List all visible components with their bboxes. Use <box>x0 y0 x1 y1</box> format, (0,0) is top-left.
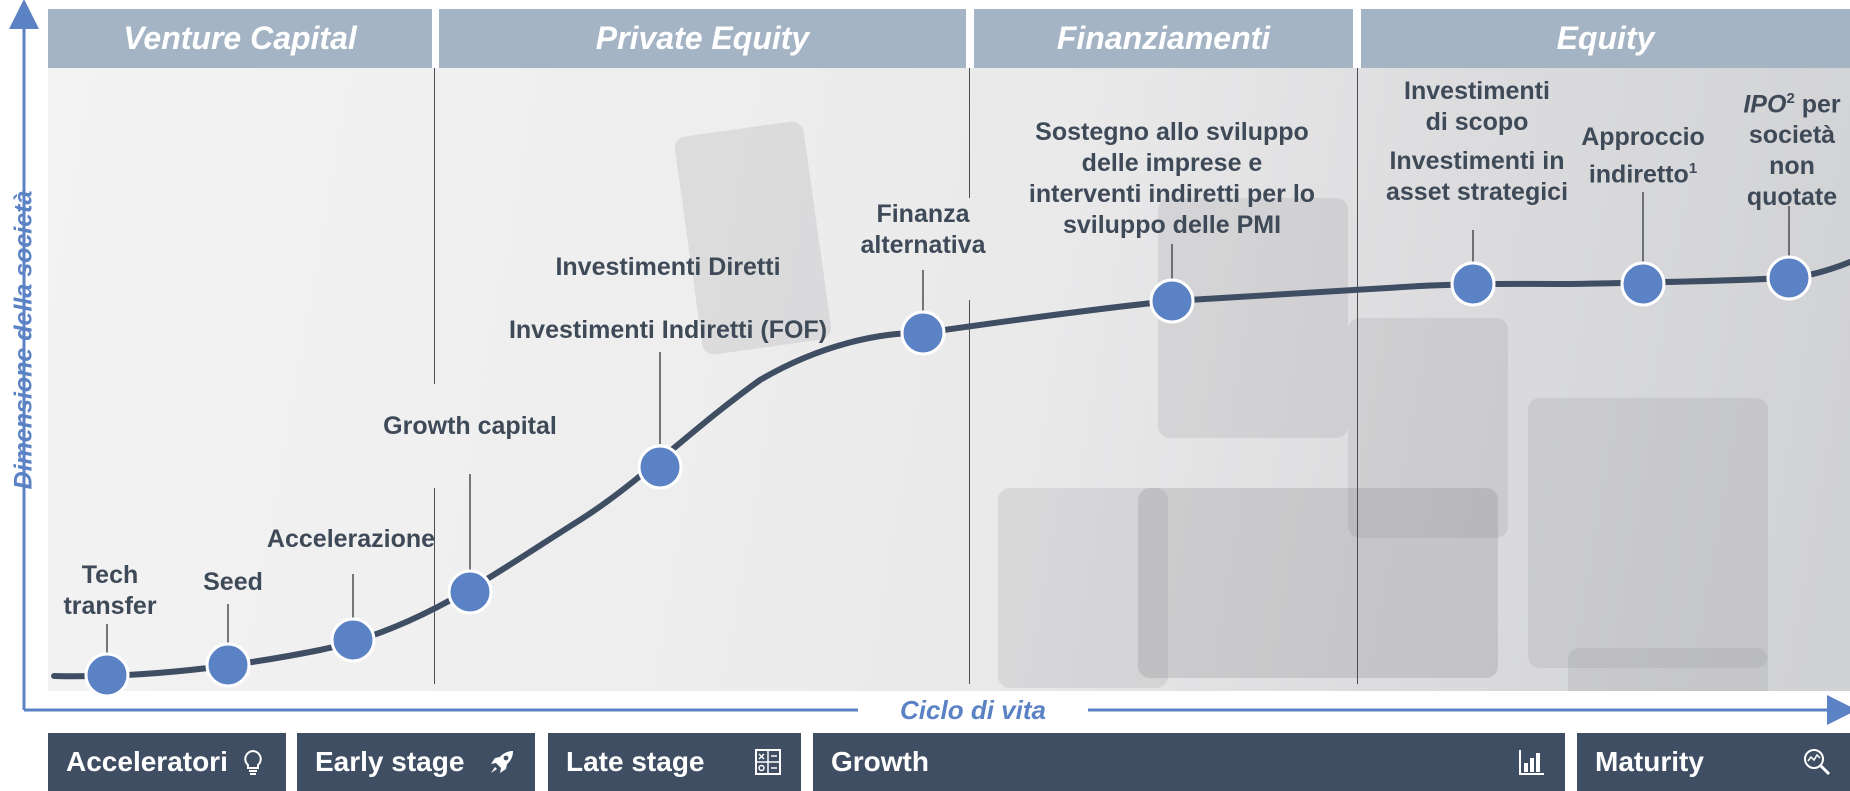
milestone-node-seed <box>205 642 251 688</box>
magnifier-chart-icon <box>1804 749 1831 776</box>
phase-header-finanziamenti: Finanziamenti <box>974 9 1353 68</box>
milestone-node-tech-transfer <box>84 652 130 698</box>
footnote-marker: 1 <box>1688 160 1698 177</box>
milestone-node-approccio-indiretto <box>1620 261 1666 307</box>
milestone-label-line: asset strategici <box>1385 178 1569 206</box>
stage-label: Late stage <box>566 746 705 777</box>
milestone-label-investimenti: Investimenti Diretti Investimenti Indire… <box>509 236 827 362</box>
stage-bar-growth: Growth <box>813 733 1565 791</box>
milestone-label-line: Tech <box>81 561 139 589</box>
milestone-label-line: Investimenti <box>1404 77 1550 105</box>
phase-divider <box>434 488 435 684</box>
phase-header-equity: Equity <box>1361 9 1850 68</box>
milestone-label-approccio-indiretto: Approccio indiretto1 <box>1581 122 1705 190</box>
milestone-label-seed: Seed <box>203 567 263 598</box>
milestone-label-line: alternativa <box>860 231 986 259</box>
milestone-label-line: Approccio <box>1581 123 1705 151</box>
milestone-label-growth-capital: Growth capital <box>383 411 557 442</box>
phase-header-venture-capital: Venture Capital <box>48 9 432 68</box>
stage-label: Growth <box>831 746 929 777</box>
milestone-node-growth-capital <box>447 569 493 615</box>
milestone-node-investimenti-scopo <box>1450 261 1496 307</box>
milestone-label-accelerazione: Accelerazione <box>267 524 435 555</box>
phase-divider <box>1357 68 1358 684</box>
stage-label: Maturity <box>1595 746 1704 777</box>
milestone-label-line: non <box>1769 152 1815 181</box>
milestone-node-accelerazione <box>330 617 376 663</box>
stage-bar-acceleratori: Acceleratori <box>48 733 286 791</box>
milestone-label-line: delle imprese e <box>1081 149 1263 177</box>
milestone-label-line: IPO <box>1743 90 1787 119</box>
stage-label: Acceleratori <box>66 746 228 777</box>
phase-divider <box>969 68 970 198</box>
milestone-label-tech-transfer: Tech transfer <box>63 560 156 622</box>
stage-label: Early stage <box>315 746 465 777</box>
milestone-label-line: Growth capital <box>383 412 557 440</box>
milestone-label-ipo: IPO2 per società non quotate <box>1743 83 1840 213</box>
milestone-label-line: interventi indiretti per lo <box>1028 180 1316 208</box>
bar-chart-icon <box>1519 750 1544 775</box>
phase-header-private-equity: Private Equity <box>439 9 966 68</box>
milestone-label-line: Accelerazione <box>266 525 436 553</box>
stage-bar-late-stage: Late stage <box>548 733 801 791</box>
milestone-label-finanza-alternativa: Finanza alternativa <box>860 199 985 261</box>
milestone-label-line: quotate <box>1746 183 1838 212</box>
phase-divider <box>434 68 435 384</box>
rocket-icon <box>491 751 513 773</box>
milestone-label-line: società <box>1748 121 1836 150</box>
growth-curve <box>51 259 1850 680</box>
y-axis-label: Dimensione della società <box>9 190 38 490</box>
milestone-label-line: sviluppo delle PMI <box>1062 211 1282 239</box>
x-axis-label: Ciclo di vita <box>858 695 1088 726</box>
background-photo <box>48 68 1850 691</box>
milestone-node-finanza-alternativa <box>900 310 946 356</box>
milestone-label-line: Sostegno allo sviluppo <box>1035 118 1309 146</box>
milestone-label-investimenti-scopo-asset: Investimenti di scopo Investimenti in as… <box>1386 76 1568 208</box>
milestone-label-line: Investimenti Diretti <box>555 253 781 281</box>
stage-bar-early-stage: Early stage <box>297 733 535 791</box>
milestone-label-line: di scopo <box>1425 108 1529 136</box>
milestone-label-line: Seed <box>203 568 263 596</box>
milestone-node-sostegno-sviluppo <box>1149 278 1195 324</box>
milestone-label-sostegno-sviluppo: Sostegno allo sviluppo delle imprese e i… <box>1029 117 1315 241</box>
milestone-label-line: Investimenti in <box>1389 147 1565 175</box>
milestone-node-investimenti <box>637 444 683 490</box>
milestone-label-line: Finanza <box>876 200 970 228</box>
footnote-marker: 2 <box>1786 90 1795 107</box>
formula-icon <box>755 749 781 775</box>
stage-bar-maturity: Maturity <box>1577 733 1850 791</box>
milestone-label-line: per <box>1801 90 1841 119</box>
phase-divider <box>969 300 970 684</box>
milestone-label-line: transfer <box>63 592 157 620</box>
milestone-label-line: Investimenti Indiretti (FOF) <box>508 316 828 344</box>
milestone-label-line: indiretto <box>1588 160 1689 189</box>
lightbulb-icon <box>244 749 262 775</box>
milestone-node-ipo <box>1766 255 1812 301</box>
